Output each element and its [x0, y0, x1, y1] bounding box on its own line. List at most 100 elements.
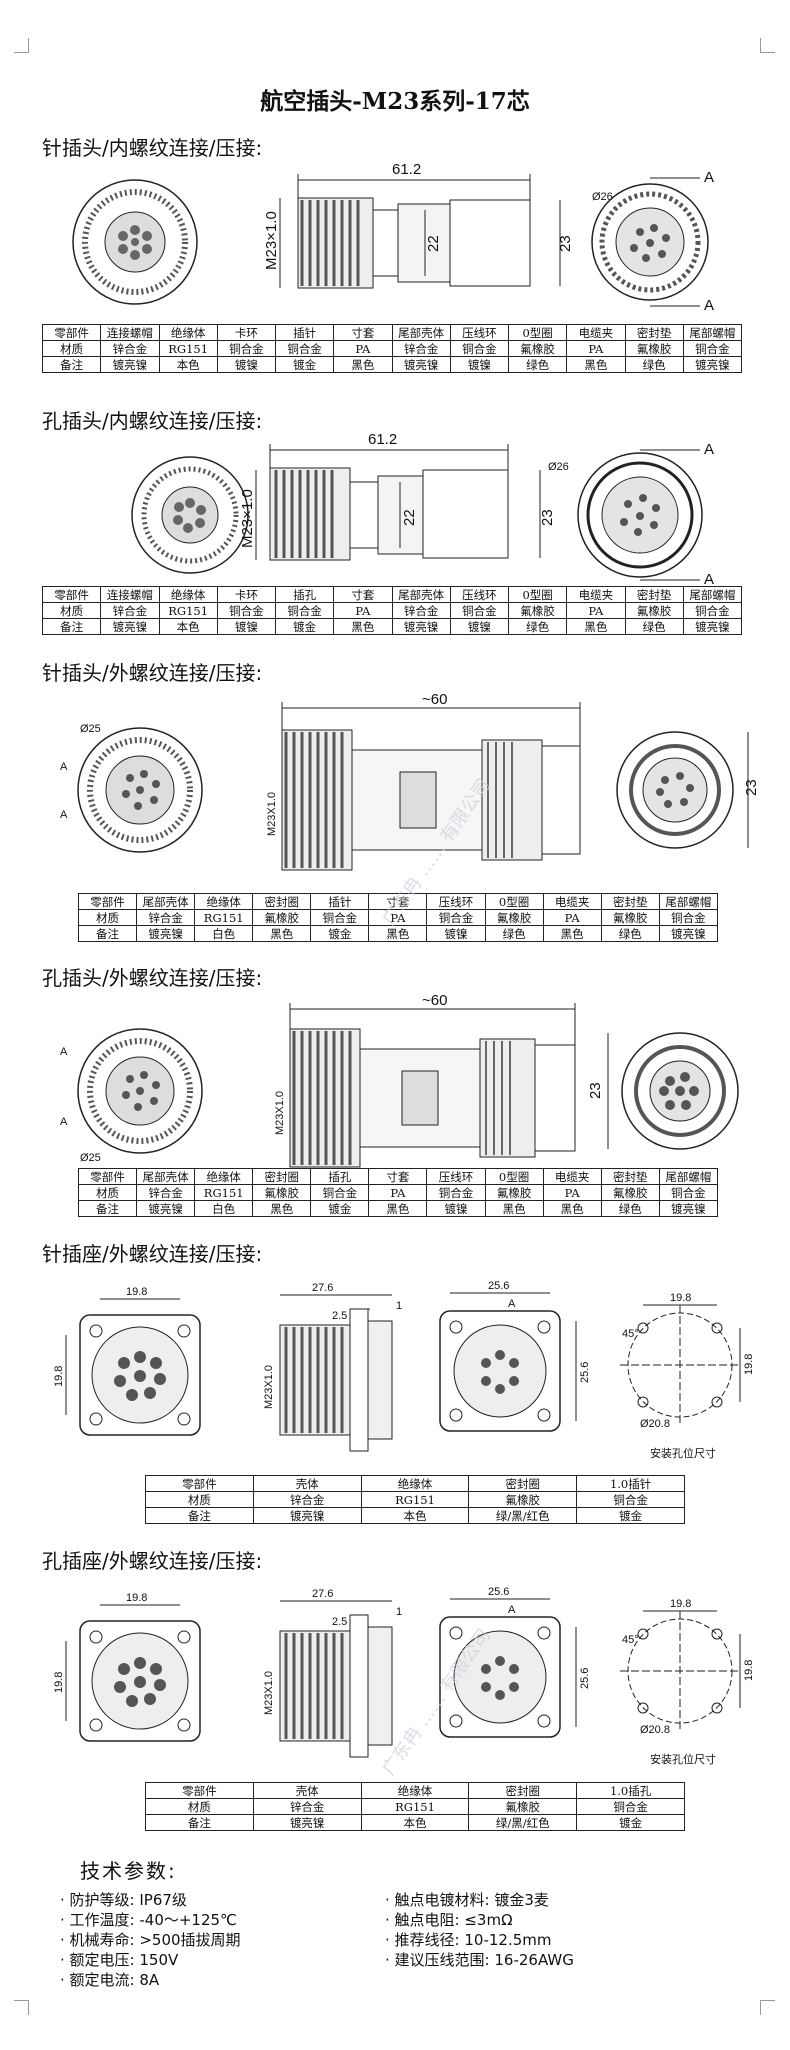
dim-hole-spacing: 19.8 [743, 1660, 755, 1681]
dim-flange-width: 19.8 [126, 1286, 147, 1298]
table-cell: 密封垫 [600, 893, 660, 910]
table-row-header: 备注 [145, 1814, 254, 1831]
table-cell: 尾部螺帽 [682, 324, 743, 341]
table-cell: 铜合金 [274, 602, 335, 619]
section-mark-a: A [704, 571, 714, 588]
dim-hole-spacing: 19.8 [670, 1598, 691, 1610]
section-heading-3: 针插头/外螺纹连接/压接: [42, 661, 263, 685]
table-cell: RG151 [360, 1491, 470, 1508]
table-cell: 连接螺帽 [100, 586, 160, 603]
table-cell: 绿/黑/红色 [468, 1507, 578, 1524]
table-cell: 铜合金 [216, 602, 277, 619]
dim-outer: 23 [587, 1082, 604, 1099]
table-cell: 镀亮镍 [682, 356, 743, 373]
section-heading-2: 孔插头/内螺纹连接/压接: [42, 409, 263, 433]
table-cell: 绿色 [624, 356, 684, 373]
connector-side-icon [255, 444, 541, 561]
section-mark-a: A [704, 441, 714, 458]
drawing-socket-plug-external: A A Ø25 ~60 M23X1.0 [60, 995, 739, 1168]
table-cell: 镀镍 [426, 1200, 486, 1217]
dim-flange-thickness: 2.5 [332, 1310, 347, 1322]
table-cell: 绿色 [507, 618, 568, 635]
table-row: 备注镀亮镍本色绿/黑/红色镀金 [145, 1507, 685, 1524]
table-row-header: 零部件 [41, 586, 102, 603]
tech-param-item: · 触点电阻: ≤3mΩ [385, 1911, 513, 1929]
table-cell: 绿色 [600, 1200, 660, 1217]
table-cell: PA [368, 909, 428, 926]
section-heading-5: 针插座/外螺纹连接/压接: [42, 1242, 263, 1266]
dim-hole-diameter: Ø20.8 [640, 1418, 670, 1430]
table-cell: PA [542, 909, 602, 926]
section-heading-6: 孔插座/外螺纹连接/压接: [42, 1549, 263, 1573]
table-row-header: 备注 [145, 1507, 254, 1524]
table-row-header: 零部件 [145, 1475, 254, 1492]
table-cell: 镀镍 [449, 356, 510, 373]
table-cell: 尾部壳体 [136, 1168, 196, 1185]
dim-diameter: Ø25 [80, 1152, 101, 1164]
table-cell: 氟橡胶 [507, 602, 568, 619]
tech-param-item: · 推荐线径: 10-12.5mm [385, 1931, 552, 1949]
table-cell: 电缆夹 [542, 1168, 602, 1185]
table-cell: 黑色 [566, 356, 626, 373]
table-cell: 尾部壳体 [136, 893, 196, 910]
table-cell: 0型圈 [484, 893, 544, 910]
connector-rear-icon [607, 1032, 739, 1150]
table-cell: 镀金 [310, 1200, 370, 1217]
table-row: 备注镀亮镍本色镀镍镀金黑色镀亮镍镀镍绿色黑色绿色镀亮镍 [41, 356, 743, 373]
table-cell: 尾部壳体 [391, 586, 451, 603]
section-heading-1: 针插头/内螺纹连接/压接: [42, 136, 263, 160]
table-cell: 电缆夹 [566, 586, 626, 603]
table-cell: RG151 [360, 1798, 470, 1815]
table-row-header: 材质 [77, 1184, 138, 1201]
tech-param-item: · 机械寿命: >500插拔周期 [60, 1931, 241, 1949]
table-cell: RG151 [194, 1184, 254, 1201]
table-cell: 铜合金 [310, 909, 370, 926]
connector-face-icon [77, 727, 203, 853]
table-cell: 镀亮镍 [136, 1200, 196, 1217]
table-cell: 锌合金 [252, 1798, 362, 1815]
table-cell: 尾部壳体 [391, 324, 451, 341]
table-cell: 铜合金 [449, 602, 510, 619]
table-cell: 镀亮镍 [100, 618, 160, 635]
dim-outer: 23 [557, 235, 574, 252]
section-mark-a: A [508, 1604, 516, 1616]
dim-hole-diameter: Ø20.8 [640, 1724, 670, 1736]
dim-gap: 1 [396, 1300, 402, 1312]
mounting-hole-icon [620, 1304, 741, 1425]
dim-thread: M23X1.0 [274, 1091, 286, 1135]
dim-outer: 23 [743, 779, 760, 796]
table-cell: 本色 [360, 1507, 470, 1524]
table-cell: 镀镍 [426, 925, 486, 942]
table-cell: 氟橡胶 [600, 1184, 660, 1201]
table-cell: 镀亮镍 [136, 925, 196, 942]
table-cell: 绿色 [484, 925, 544, 942]
table-row: 备注镀亮镍白色黑色镀金黑色镀镍黑色黑色绿色镀亮镍 [77, 1200, 719, 1217]
table-cell: 电缆夹 [542, 893, 602, 910]
table-cell: 白色 [194, 1200, 254, 1217]
table-row-header: 备注 [41, 356, 102, 373]
table-cell: 黑色 [333, 356, 393, 373]
table-cell: 尾部螺帽 [658, 893, 719, 910]
table-cell: 密封圈 [252, 1168, 312, 1185]
table-cell: 插针 [274, 324, 335, 341]
dim-angle: 45° [622, 1328, 639, 1340]
table-cell: 镀亮镍 [252, 1507, 362, 1524]
table-cell: 黑色 [368, 1200, 428, 1217]
table-row-header: 零部件 [77, 1168, 138, 1185]
table-cell: 镀亮镍 [252, 1814, 362, 1831]
table-cell: 密封圈 [468, 1475, 578, 1492]
table-cell: 绝缘体 [360, 1475, 470, 1492]
table-cell: 壳体 [252, 1475, 362, 1492]
table-cell: PA [368, 1184, 428, 1201]
mounting-hole-caption: 安装孔位尺寸 [650, 1446, 716, 1460]
tech-param-item: · 额定电流: 8A [60, 1971, 160, 1989]
table-cell: 黑色 [484, 1200, 544, 1217]
table-cell: 锌合金 [136, 909, 196, 926]
crop-mark [760, 2000, 775, 2015]
flange-rear-icon [439, 1598, 577, 1738]
table-cell: 连接螺帽 [100, 324, 160, 341]
